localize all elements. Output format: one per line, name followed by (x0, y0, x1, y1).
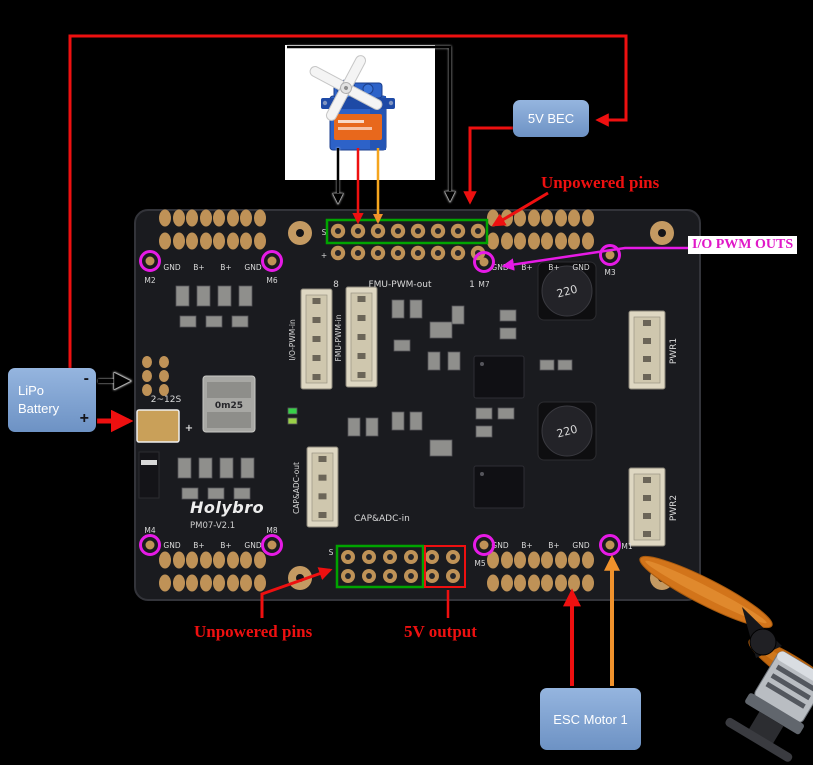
servo-photo (285, 45, 435, 180)
svg-text:M3: M3 (604, 268, 615, 277)
svg-text:CAP&ADC-in: CAP&ADC-in (354, 514, 410, 524)
svg-text:GND: GND (491, 263, 508, 272)
current-shunt: 0m25 (202, 375, 256, 433)
io-pwm-outs-wire (501, 246, 688, 271)
motor-pin-rings (139, 244, 621, 556)
svg-text:GND: GND (163, 263, 180, 272)
svg-text:FMU-PWM-in: FMU-PWM-in (334, 314, 343, 361)
svg-text:B+: B+ (220, 263, 231, 272)
inductor-1: 220 (537, 261, 597, 321)
header-pins (330, 223, 486, 583)
unpowered-pins-highlight-bottom (335, 544, 425, 589)
svg-text:PWR1: PWR1 (669, 338, 679, 364)
svg-text:M8: M8 (266, 526, 277, 535)
io-pwm-outs-label: I/O PWM OUTS (688, 236, 798, 254)
svg-text:+: + (321, 251, 327, 260)
svg-text:8: 8 (333, 280, 339, 290)
smd-components (175, 285, 573, 500)
motor-pin-labels: M2 M6 M7 M3 M4 M8 M5 M1 (144, 268, 632, 568)
battery-positive-wire (68, 34, 628, 370)
svg-text:M5: M5 (474, 559, 485, 568)
battery-minus-symbol: - (83, 370, 89, 387)
svg-text:M4: M4 (144, 526, 155, 535)
diode (138, 451, 160, 499)
svg-text:1: 1 (469, 280, 475, 290)
svg-text:B+: B+ (220, 541, 231, 550)
shunt-marking: 0m25 (215, 401, 243, 411)
svg-text:M6: M6 (266, 276, 277, 285)
svg-text:PWR2: PWR2 (669, 495, 679, 521)
unpowered-pins-arrow-top (491, 191, 549, 227)
svg-text:GND: GND (572, 263, 589, 272)
pcb-board: 220 220 0m25 + 2~12S GND B+ B+ GND (134, 209, 701, 601)
unpowered-pins-label-top: Unpowered pins (541, 173, 660, 192)
unpowered-pins-highlight-top (325, 218, 489, 245)
svg-text:M1: M1 (621, 542, 632, 551)
svg-text:M2: M2 (144, 276, 155, 285)
svg-text:CAP&ADC-out: CAP&ADC-out (292, 462, 301, 514)
esc-label-box: ESC Motor 1 (540, 688, 641, 750)
svg-text:B+: B+ (548, 541, 559, 550)
svg-text:GND: GND (244, 541, 261, 550)
svg-text:GND: GND (244, 263, 261, 272)
bec-label: 5V BEC (527, 111, 575, 126)
propeller-motor-photo (639, 555, 813, 762)
ground-wire (287, 45, 450, 200)
unpowered-pins-arrow-bottom (260, 567, 333, 618)
svg-text:B+: B+ (548, 263, 559, 272)
svg-text:B+: B+ (521, 263, 532, 272)
wires (68, 34, 688, 686)
svg-text:GND: GND (491, 541, 508, 550)
regulator-chips (473, 355, 525, 509)
board-model: PM07-V2.1 (190, 521, 235, 531)
pad-labels: GND B+ B+ GND GND B+ B+ GND GND B+ B+ GN… (163, 263, 589, 550)
battery-plus-symbol: + (79, 410, 89, 427)
jst-connectors (300, 286, 666, 547)
board-brand: Holybro (190, 498, 264, 517)
inductor-2-marking: 220 (555, 422, 579, 440)
svg-text:GND: GND (572, 541, 589, 550)
brushless-motor (725, 651, 813, 762)
svg-text:GND: GND (163, 541, 180, 550)
solder-pads (142, 209, 594, 592)
servo-horn (309, 55, 383, 121)
inductor-1-marking: 220 (555, 282, 579, 300)
svg-text:B+: B+ (193, 263, 204, 272)
bec-output-wire (463, 126, 514, 205)
svg-text:FMU-PWM-out: FMU-PWM-out (368, 280, 431, 290)
svg-text:S: S (329, 548, 334, 557)
esc-label: ESC Motor 1 (553, 711, 628, 727)
svg-text:M7: M7 (478, 280, 489, 289)
svg-text:B+: B+ (193, 541, 204, 550)
svg-text:I/O-PWM-in: I/O-PWM-in (288, 319, 297, 361)
five-v-output-highlight (424, 545, 466, 588)
inductor-2: 220 (537, 401, 597, 461)
five-v-output-label: 5V output (404, 622, 477, 641)
battery-plus-marking: + (185, 423, 193, 434)
bec-label-box: 5V BEC (513, 100, 589, 137)
svg-text:B+: B+ (521, 541, 532, 550)
silkscreen-labels: 8 FMU-PWM-out 1 S + S CAP&ADC-in I/O-PWM… (190, 228, 679, 557)
lipo-label-line1: LiPo (18, 383, 45, 399)
battery-input-pad (136, 409, 180, 443)
battery-range-marking: 2~12S (151, 395, 182, 405)
unpowered-pins-label-bottom: Unpowered pins (194, 622, 313, 641)
lipo-battery-box: LiPo Battery - + (8, 368, 96, 432)
svg-text:S: S (322, 228, 327, 237)
lipo-label-line2: Battery (18, 401, 60, 416)
